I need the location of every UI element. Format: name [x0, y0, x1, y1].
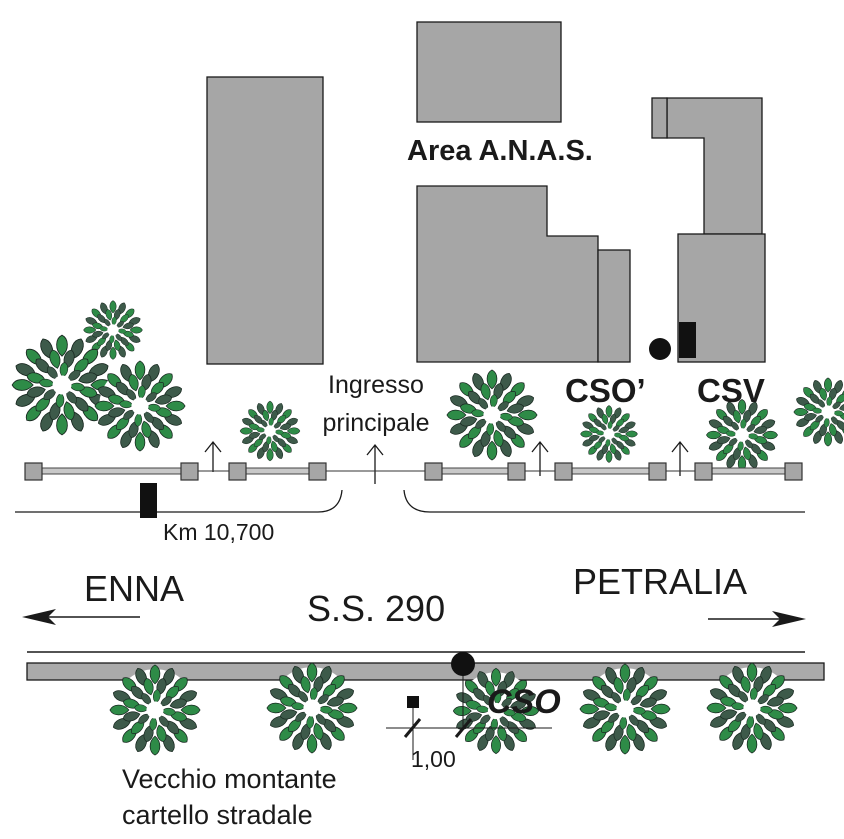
tree [793, 377, 844, 447]
building-left-tall [206, 76, 324, 365]
building-right-l [666, 97, 763, 235]
ingresso-label-line1: Ingresso [328, 371, 424, 399]
tree [706, 662, 798, 754]
tree [706, 399, 778, 471]
small-arrow [204, 440, 222, 472]
small-arrows [204, 440, 689, 484]
cso-label: CSO [487, 683, 561, 721]
fence-rail [439, 467, 511, 475]
arrow-to-enna [22, 609, 140, 625]
fence-post [694, 462, 713, 481]
fence-post [424, 462, 443, 481]
building-anas-top [416, 21, 562, 123]
fence-post [24, 462, 43, 481]
buildings [206, 21, 766, 365]
fence-rail [243, 467, 313, 475]
fence-post [648, 462, 667, 481]
dimension-tick-left [403, 718, 422, 738]
ingresso-label-line2: principale [322, 409, 429, 437]
fence-post [228, 462, 247, 481]
tree [446, 369, 538, 461]
fence-rail [39, 467, 185, 475]
old-sign-label-line2: cartello stradale [122, 800, 313, 830]
fence-post [554, 462, 573, 481]
arrow-to-petralia [708, 611, 806, 627]
fence-post [308, 462, 327, 481]
tree [579, 663, 671, 755]
enna-label: ENNA [84, 568, 184, 609]
building-anas-annex [597, 249, 631, 363]
distance-label: 1,00 [411, 746, 456, 772]
km-label: Km 10,700 [163, 519, 274, 545]
old-sign-label-line1: Vecchio montante [122, 764, 337, 794]
fence-rail [709, 467, 789, 475]
tree [11, 334, 113, 436]
small-arrow [671, 440, 689, 476]
fence-post [507, 462, 526, 481]
km-marker [140, 483, 157, 518]
tree [580, 405, 638, 463]
tree [266, 662, 358, 754]
cso-prime-marker [649, 338, 671, 360]
road-edge-left [15, 489, 343, 513]
fence-rail [569, 467, 653, 475]
cso-marker [451, 652, 475, 676]
fence-post [784, 462, 803, 481]
old-sign-post-marker [407, 696, 419, 708]
cso-prime-label: CSO’ [565, 372, 646, 409]
petralia-label: PETRALIA [573, 561, 747, 602]
fence-post [180, 462, 199, 481]
csv-marker [679, 322, 696, 358]
dimension-tick-right [454, 718, 473, 738]
small-arrow [531, 440, 549, 476]
building-anas-main [416, 185, 599, 363]
road-edge-right [403, 489, 805, 513]
building-right-strip [651, 97, 668, 139]
tree [239, 400, 301, 462]
area-anas-label: Area A.N.A.S. [407, 135, 593, 167]
tree [94, 360, 186, 452]
road-label: S.S. 290 [307, 588, 445, 629]
small-arrow [366, 443, 384, 484]
fence-posts [24, 462, 803, 481]
tree [109, 664, 201, 756]
